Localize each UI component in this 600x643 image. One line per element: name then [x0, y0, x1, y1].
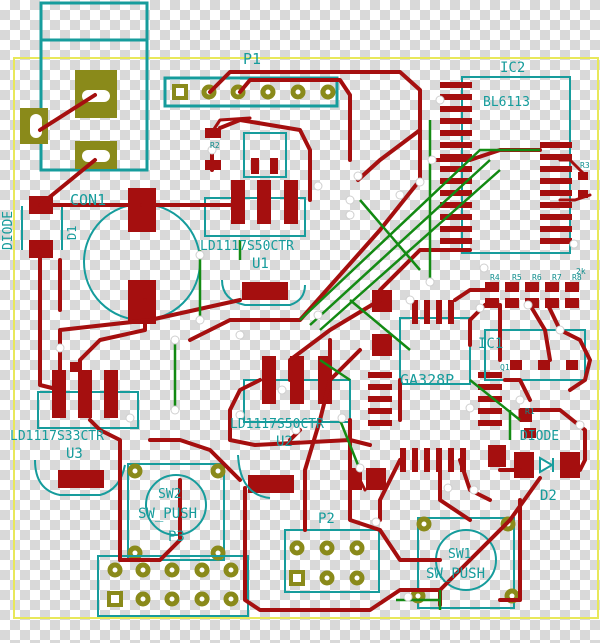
label-d2: D2 [540, 488, 557, 504]
label-r8: R8 [572, 273, 582, 282]
ic1-outline [399, 317, 471, 385]
label-q1: Q1 [500, 363, 510, 372]
label-r2: R2 [210, 141, 220, 150]
p2-header-outline [284, 529, 380, 593]
label-u1: U1 [252, 256, 269, 272]
label-sw-push-right: SW_PUSH [426, 566, 485, 582]
inner-traces [173, 120, 540, 610]
label-bl6113: BL6113 [483, 95, 530, 110]
ic2-outline [461, 76, 571, 254]
label-d1: D1 [65, 226, 79, 240]
board-edge [13, 57, 599, 619]
u1-outline [204, 197, 306, 237]
sw2-outline [127, 463, 225, 561]
p1-header-outline [163, 76, 339, 108]
power-jack-outline [39, 1, 149, 172]
label-sw-push-left: SW_PUSH [138, 506, 197, 522]
label-atmega: GA328P [400, 371, 454, 389]
label-r7: R7 [552, 273, 562, 282]
label-diode-left: DIODE [1, 211, 16, 250]
label-con1: CON1 [70, 191, 106, 209]
vias [55, 95, 585, 602]
label-sw1: SW1 [448, 547, 471, 562]
label-r4: R4 [490, 273, 500, 282]
label-u2: U2 [276, 434, 293, 450]
label-ic1: IC1 [478, 336, 503, 352]
label-ld1117-mid: LD1117S50CTR [230, 417, 324, 432]
label-diode-right: DIODE [520, 429, 559, 444]
label-ic2: IC2 [500, 60, 525, 76]
label-u3: U3 [66, 446, 83, 462]
label-p3: P3 [168, 529, 185, 545]
copper-traces [38, 70, 592, 612]
label-r1: R1 [525, 407, 535, 416]
label-p1: P1 [243, 50, 261, 68]
label-r5: R5 [512, 273, 522, 282]
label-r6: R6 [532, 273, 542, 282]
label-r3: R3 [580, 161, 590, 170]
label-ld1117-top: LD1117S50CTR [200, 239, 294, 254]
label-p2: P2 [318, 511, 335, 527]
label-sw2: SW2 [158, 487, 181, 502]
p3-header-outline [97, 555, 249, 617]
label-2k: 2k [576, 267, 586, 276]
label-ld1117-left: LD1117S33CTR [10, 429, 104, 444]
